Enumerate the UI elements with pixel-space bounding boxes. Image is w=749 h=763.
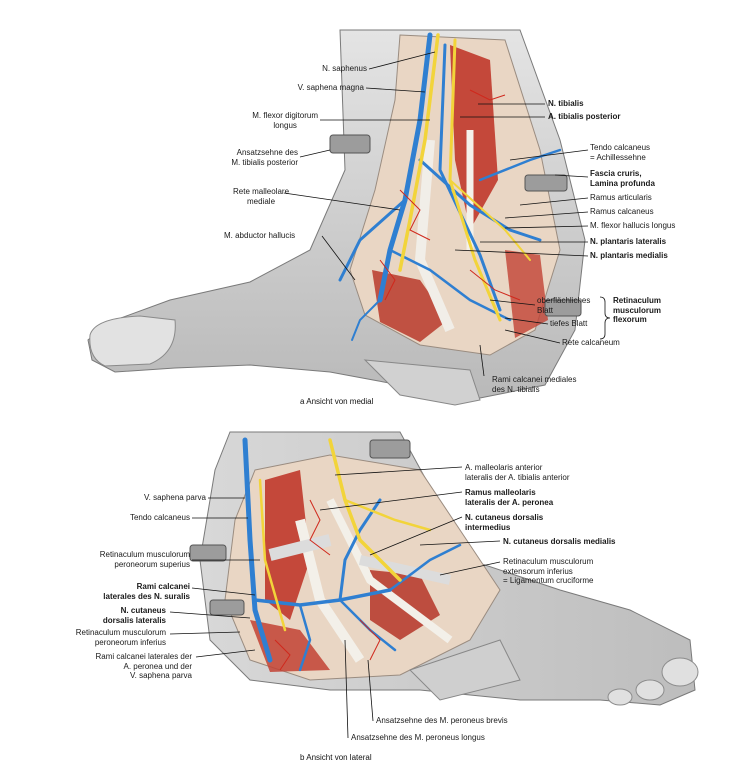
- muscle-a1: [450, 45, 498, 230]
- label-ansatzsehne-tibialis-posterior: Ansatzsehne des M. tibialis posterior: [231, 148, 298, 167]
- label-n-tibialis: N. tibialis: [548, 99, 584, 108]
- label-rete-calcaneum: Rete calcaneum: [562, 338, 620, 347]
- label-n-cutaneus-dorsalis-lateralis: N. cutaneus dorsalis lateralis: [102, 606, 166, 625]
- label-n-cutaneus-dorsalis-intermedius: N. cutaneus dorsalis intermedius: [465, 513, 544, 532]
- label-ramus-articularis: Ramus articularis: [590, 193, 652, 202]
- label-fascia-cruris: Fascia cruris, Lamina profunda: [590, 169, 655, 188]
- label-n-saphenus: N. saphenus: [322, 64, 367, 73]
- caption-a: a Ansicht von medial: [300, 397, 374, 406]
- label-m-flexor-digitorum-longus: M. flexor digitorum longus: [252, 111, 318, 130]
- label-rami-calcanei-laterales-peronea: Rami calcanei laterales der A. peronea u…: [95, 652, 193, 680]
- label-rete-malleolare-mediale: Rete malleolare mediale: [233, 187, 290, 206]
- label-tendo-calcaneus-a: Tendo calcaneus = Achillessehne: [590, 143, 651, 162]
- label-rami-calcanei-mediales: Rami calcanei mediales des N. tibialis: [492, 375, 577, 394]
- retractors-a: [329, 134, 582, 317]
- label-n-cutaneus-dorsalis-medialis: N. cutaneus dorsalis medialis: [503, 537, 616, 546]
- label-a-malleolaris-anterior-lateralis: A. malleolaris anterior lateralis der A.…: [465, 463, 570, 482]
- label-retinaculum-peroneorum-superius: Retinaculum musculorum peroneorum superi…: [99, 550, 190, 569]
- label-retinaculum-flexorum: Retinaculum musculorum flexorum: [613, 296, 662, 324]
- caption-b: b Ansicht von lateral: [300, 753, 372, 762]
- label-v-saphena-magna: V. saphena magna: [297, 83, 364, 92]
- label-ramus-calcaneus: Ramus calcaneus: [590, 207, 654, 216]
- label-n-plantaris-lateralis: N. plantaris lateralis: [590, 237, 667, 246]
- label-tiefes-blatt: tiefes Blatt: [550, 319, 588, 328]
- label-m-abductor-hallucis: M. abductor hallucis: [224, 231, 296, 240]
- label-a-tibialis-posterior: A. tibialis posterior: [548, 112, 621, 121]
- label-retinaculum-extensorum-inferius: Retinaculum musculorum extensorum inferi…: [503, 557, 594, 585]
- label-ansatzsehne-peroneus-longus: Ansatzsehne des M. peroneus longus: [351, 733, 485, 742]
- panel-b-foot: [189, 431, 699, 706]
- label-rami-calcanei-laterales-suralis: Rami calcanei laterales des N. suralis: [103, 582, 190, 601]
- label-m-flexor-hallucis-longus: M. flexor hallucis longus: [590, 221, 676, 230]
- big-toe-a: [89, 315, 176, 367]
- label-n-plantaris-medialis: N. plantaris medialis: [590, 251, 668, 260]
- label-oberflaechliches-blatt: oberflächliches Blatt: [537, 296, 591, 315]
- label-ramus-malleolaris-lateralis: Ramus malleolaris lateralis der A. peron…: [465, 488, 554, 507]
- label-retinaculum-peroneorum-inferius: Retinaculum musculorum peroneorum inferi…: [75, 628, 166, 647]
- leader-lines: [169, 51, 611, 739]
- label-tendo-calcaneus-b: Tendo calcaneus: [129, 513, 190, 522]
- panel-a-foot: [87, 29, 586, 406]
- muscle-a3: [505, 250, 548, 338]
- skin-flap-a: [363, 359, 481, 406]
- label-v-saphena-parva: V. saphena parva: [144, 493, 206, 502]
- label-ansatzsehne-peroneus-brevis: Ansatzsehne des M. peroneus brevis: [376, 716, 508, 725]
